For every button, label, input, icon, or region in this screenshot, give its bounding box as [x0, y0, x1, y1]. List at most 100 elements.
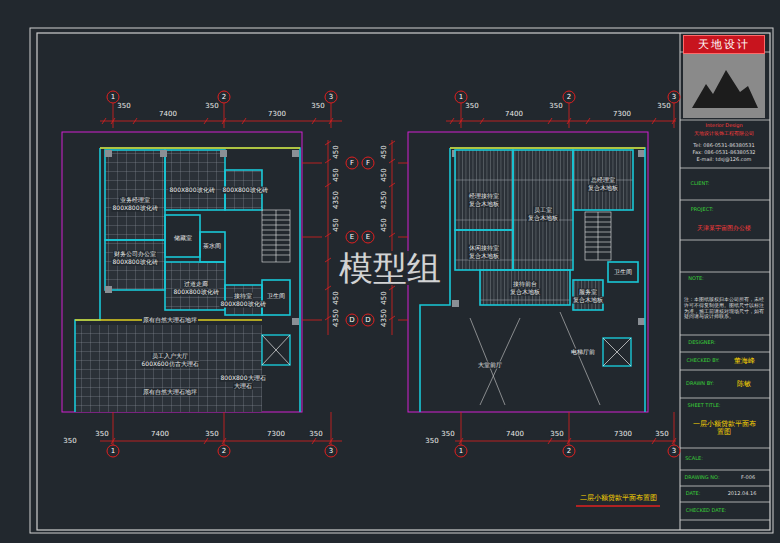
dimension-text: 450 [332, 167, 340, 182]
wood-floor [455, 150, 633, 310]
floor-tiles [230, 365, 262, 400]
column [105, 286, 112, 293]
floor-tiles [105, 150, 165, 240]
axis-label: D [349, 316, 354, 324]
dimension-lines [302, 163, 408, 320]
dimension-lines [224, 103, 225, 128]
dimension-lines [392, 140, 393, 335]
dimension-lines [450, 118, 676, 124]
room-label: 接待前台 [512, 281, 538, 288]
axis-bubble [563, 91, 575, 103]
dimension-text: 4350 [332, 190, 340, 210]
axis-bubble [218, 445, 230, 457]
axis-label: 2 [567, 93, 571, 101]
dimension-lines [325, 141, 331, 320]
elevator-symbol [603, 338, 631, 366]
field-label: CHECKED DATE: [686, 508, 726, 514]
axis-bubble [563, 445, 575, 457]
axis-label: 2 [222, 93, 226, 101]
title-block-lines [680, 448, 770, 449]
axis-bubble [325, 445, 337, 457]
note-text: 注：本图纸版权归本公司所有，未经许可不得复制使用。图纸尺寸以标注为准，施工前请核… [684, 297, 764, 320]
field-label: SCALE: [685, 456, 703, 462]
axis-bubble [218, 91, 230, 103]
dimension-text: 350 [656, 102, 671, 110]
elevator-symbol [603, 338, 631, 366]
column [292, 150, 299, 157]
stair-symbol [262, 210, 290, 262]
watermark: 模型组 [338, 251, 442, 285]
dimension-text: 450 [380, 167, 388, 182]
axis-label: 1 [459, 447, 463, 455]
wall-lines [480, 270, 570, 305]
logo-box: 天地设计 [683, 35, 765, 54]
titleblock-text: E-mail: tdsj@126.com [697, 157, 752, 163]
room-label: 复合木地板 [527, 215, 559, 222]
logo-picture [683, 54, 765, 118]
wall-lines [75, 148, 300, 412]
room-label: 800X800玻化砖 [221, 187, 268, 194]
room-label: 复合木地板 [572, 297, 604, 304]
dimension-text: 7300 [266, 430, 286, 438]
axis-label: E [366, 233, 370, 241]
field-label: DATE: [686, 491, 701, 497]
axis-label: 1 [459, 93, 463, 101]
logo-text: 天地设计 [698, 37, 750, 52]
field-label: DRAWING NO: [684, 475, 719, 481]
column [105, 150, 112, 157]
dimension-text: 350 [310, 102, 325, 110]
wall-lines [573, 280, 603, 310]
room-label: 员工室 [533, 207, 553, 214]
room-label: 卫生间 [613, 269, 633, 276]
title-block-lines [680, 240, 770, 241]
wall-lines [262, 280, 290, 315]
room-label: 茶水间 [202, 243, 222, 250]
lobby-lines [470, 312, 600, 405]
wood-floor [455, 230, 513, 270]
sheet-frame [680, 33, 681, 530]
wall-lines [608, 262, 638, 282]
company-text: 天地设计装饰工程有限公司 [694, 131, 754, 137]
wall-lines [105, 150, 165, 240]
title-block-lines [680, 272, 770, 273]
dimension-lines [389, 141, 395, 320]
room-label: 电梯厅前 [570, 349, 596, 356]
title-block-lines [680, 200, 770, 201]
field-label: PROJECT: [691, 207, 714, 213]
titleblock-text: Tel: 086-0531-86380531 [693, 143, 754, 149]
wall-lines [200, 232, 225, 262]
room-label: 800X800玻化砖 [111, 259, 158, 266]
dimension-text: 350 [204, 102, 219, 110]
room-label: 复合木地板 [587, 185, 619, 192]
dimension-text: 450 [332, 290, 340, 305]
wall-lines [165, 150, 225, 210]
dimension-text: 350 [464, 102, 479, 110]
room-label: 接待室 [233, 293, 253, 300]
dimension-text: 350 [116, 102, 131, 110]
dimension-text: 7400 [158, 110, 178, 118]
column [292, 318, 299, 325]
stair-symbol [585, 212, 611, 260]
lobby-lines [470, 312, 600, 405]
dimension-text: 7400 [150, 430, 170, 438]
dimension-text: 350 [94, 430, 109, 438]
room-label: 800X800玻化砖 [168, 187, 215, 194]
dimension-text: 350 [440, 430, 455, 438]
wood-floor [573, 280, 603, 310]
room-label: 复合木地板 [468, 253, 500, 260]
dimension-lines [446, 121, 676, 122]
title-block-lines [680, 168, 770, 169]
field-label: NOTE: [688, 276, 704, 282]
company-text: Interior Design [705, 123, 742, 129]
dimension-text: 350 [424, 437, 439, 445]
room-label: 经理接待室 [468, 193, 500, 200]
column [452, 300, 459, 307]
wall-lines [165, 215, 200, 257]
elevator-symbol [262, 335, 290, 365]
wood-floor [513, 150, 573, 270]
room-label: 业务经理室 [119, 197, 151, 204]
dimension-lines [328, 140, 329, 335]
room-label: 800X800玻化砖 [172, 289, 219, 296]
column [105, 150, 645, 325]
